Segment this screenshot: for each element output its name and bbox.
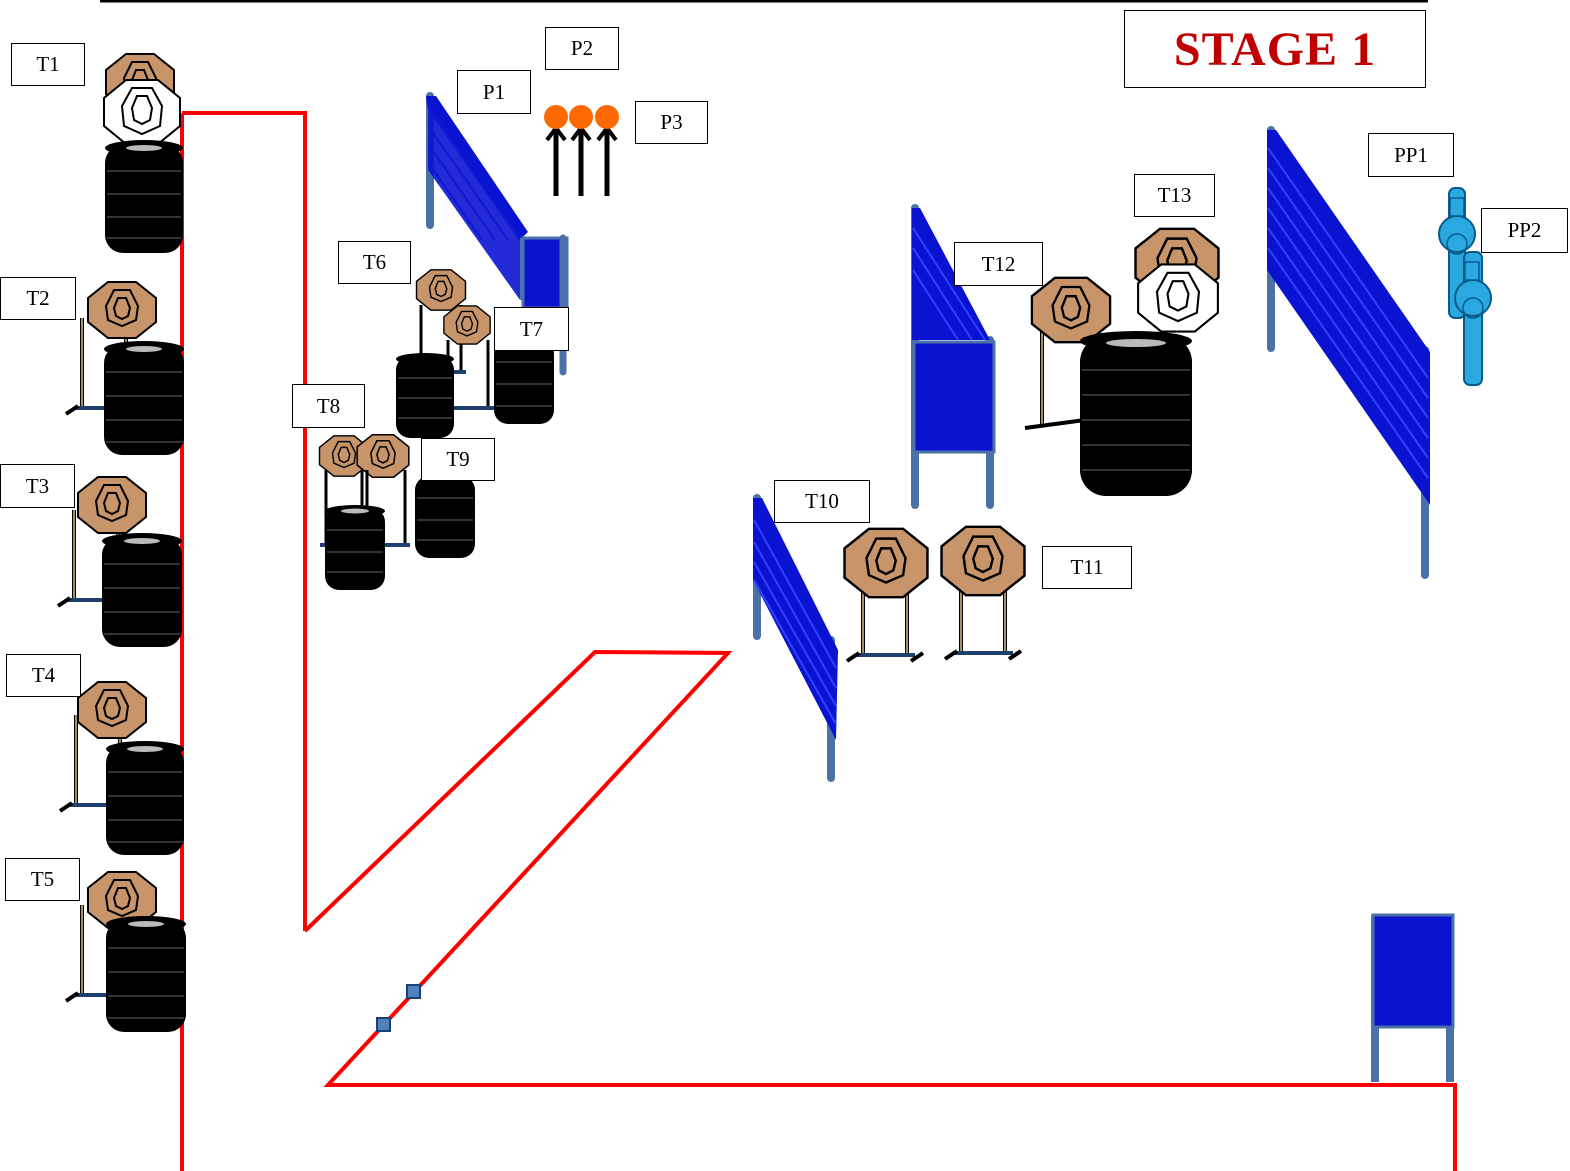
target-t3	[56, 476, 182, 647]
wall-p1	[426, 92, 569, 376]
label-t11: T11	[1042, 546, 1132, 589]
stage-title: STAGE 1	[1124, 10, 1426, 88]
fault-line-main	[303, 649, 1457, 1171]
wall-bottom-right	[1371, 913, 1455, 1082]
plate-rack-p3	[544, 105, 619, 196]
target-t8-t9	[318, 433, 475, 590]
label-pp2: PP2	[1481, 208, 1568, 253]
label-t7: T7	[494, 307, 569, 351]
label-t2: T2	[0, 277, 76, 320]
label-t3: T3	[0, 464, 75, 508]
label-t13: T13	[1134, 174, 1215, 217]
wall-t10	[753, 494, 838, 782]
start-marker	[406, 984, 421, 999]
label-t8: T8	[292, 384, 365, 428]
target-t1	[103, 53, 183, 253]
wall-t12	[911, 204, 996, 509]
label-pp1: PP1	[1368, 133, 1454, 177]
wall-pp	[1267, 126, 1430, 579]
target-t11	[843, 525, 1026, 663]
target-t4	[58, 681, 184, 855]
fault-line-left-top	[182, 111, 307, 931]
label-t10: T10	[774, 480, 870, 523]
target-t2	[64, 281, 184, 455]
target-t6-t7	[396, 269, 554, 438]
popper-pp2	[1454, 251, 1492, 386]
label-t4: T4	[6, 654, 81, 697]
label-p2: P2	[545, 27, 619, 70]
target-t5	[64, 871, 186, 1032]
label-t5: T5	[5, 858, 80, 901]
barrel-stack	[105, 140, 183, 253]
label-t12: T12	[954, 242, 1043, 286]
label-t9: T9	[421, 438, 495, 481]
label-t6: T6	[338, 241, 411, 284]
popper-pp1	[1438, 187, 1476, 319]
label-t1: T1	[11, 43, 85, 86]
target-t12-t13	[1024, 227, 1220, 496]
start-marker	[376, 1017, 391, 1032]
label-p3: P3	[635, 101, 708, 144]
label-p1: P1	[457, 70, 531, 114]
